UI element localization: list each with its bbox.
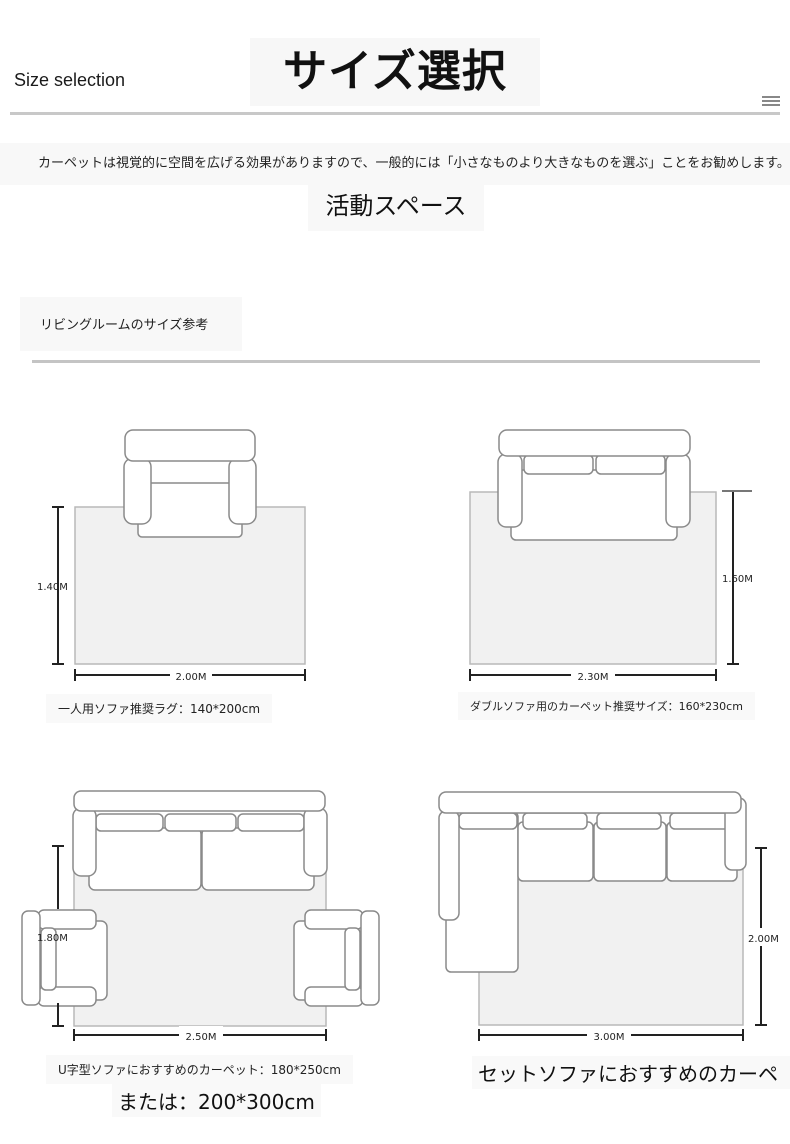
u-sofa-main-icon <box>72 790 328 891</box>
d2-height-label: 1.60M <box>722 574 753 585</box>
d3-height-label: 1.80M <box>37 933 68 944</box>
menu-icon[interactable] <box>762 96 780 110</box>
caption-u-sofa-alt: または：200*300cm <box>112 1084 321 1117</box>
single-sofa-icon <box>123 429 257 538</box>
caption-single-sofa: 一人用ソファ推奨ラグ：140*200cm <box>46 694 273 723</box>
d4-height-label: 2.00M <box>748 934 779 945</box>
d4-width-label: 3.00M <box>594 1032 625 1043</box>
d1-height-label: 1.40M <box>37 582 68 593</box>
caption-double-sofa: ダブルソファ用のカーペット推奨サイズ：160*230cm <box>458 692 755 720</box>
d2-width-label: 2.30M <box>578 672 609 683</box>
rug-1 <box>74 506 306 665</box>
page-title: サイズ選択 <box>250 38 540 106</box>
left-armchair-icon <box>21 909 108 1007</box>
sub-section-divider <box>32 360 760 363</box>
right-armchair-icon <box>293 909 380 1007</box>
header-divider <box>10 112 780 115</box>
intro-text: カーペットは視覚的に空間を広げる効果がありますので、一般的には「小さなものより大… <box>0 143 790 185</box>
double-sofa-icon <box>497 429 691 541</box>
caption-set-sofa: セットソファにおすすめのカーペ <box>472 1056 790 1089</box>
section-title: 活動スペース <box>308 183 484 231</box>
size-selection-label: Size selection <box>14 70 126 90</box>
sub-section-title: リビングルームのサイズ参考 <box>20 297 242 351</box>
l-sofa-icon <box>438 791 747 973</box>
caption-u-sofa: U字型ソファにおすすめのカーペット：180*250cm <box>46 1055 353 1084</box>
d3-width-label: 2.50M <box>186 1032 217 1043</box>
d1-width-label: 2.00M <box>176 672 207 683</box>
